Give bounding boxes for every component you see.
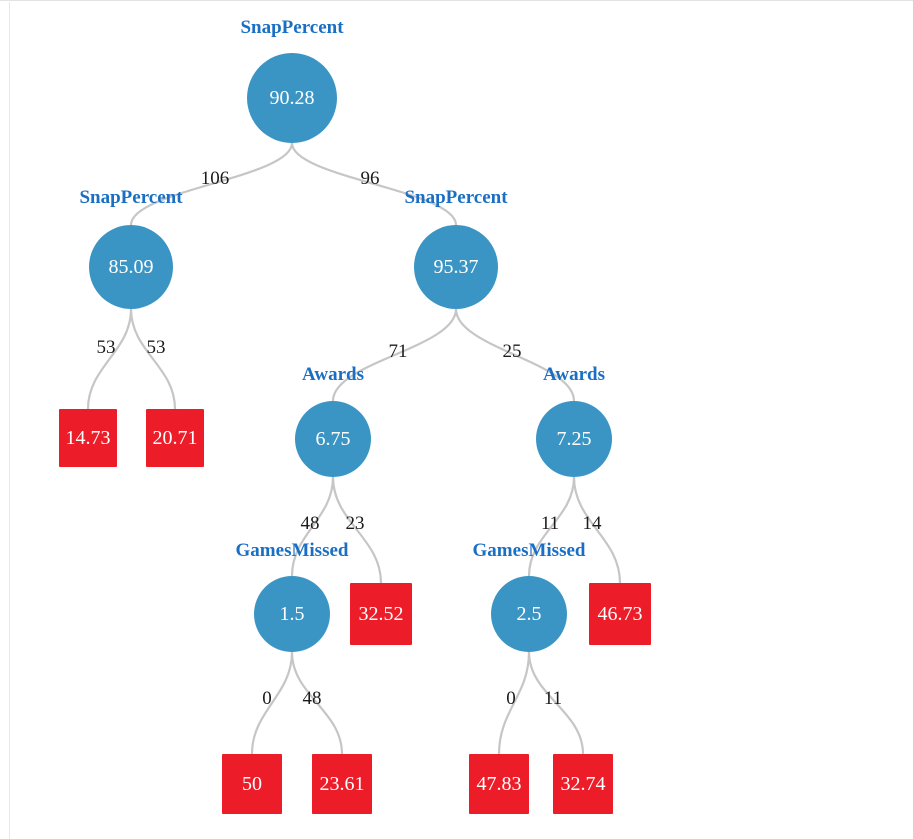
node-value: 7.25	[556, 427, 592, 450]
tree-edge	[497, 650, 531, 756]
tree-leaf-node[interactable]: 47.83	[469, 754, 529, 814]
tree-edge	[331, 475, 383, 585]
edge-count-label: 106	[200, 168, 230, 189]
node-value: 6.75	[315, 427, 351, 450]
tree-edge	[454, 307, 576, 403]
edge-count-label: 71	[388, 341, 408, 362]
node-value: 46.73	[597, 602, 643, 625]
tree-split-node[interactable]: 2.5	[491, 576, 567, 652]
node-split-variable-label: Awards	[302, 364, 364, 385]
edge-count-label: 48	[302, 688, 322, 709]
tree-leaf-node[interactable]: 32.52	[350, 583, 412, 645]
tree-leaf-node[interactable]: 14.73	[59, 409, 117, 467]
edge-count-label: 0	[262, 688, 272, 709]
edge-count-label: 14	[582, 513, 602, 534]
node-split-variable-label: Awards	[543, 364, 605, 385]
node-value: 23.61	[319, 772, 365, 795]
node-value: 20.71	[152, 426, 198, 449]
tree-split-node[interactable]: 85.09	[89, 225, 173, 309]
tree-edge	[290, 650, 344, 756]
edge-count-label: 96	[360, 168, 380, 189]
node-value: 2.5	[516, 602, 542, 625]
node-split-variable-label: SnapPercent	[240, 17, 344, 38]
tree-split-node[interactable]: 90.28	[247, 53, 337, 143]
tree-edge	[86, 307, 133, 411]
edges-group	[86, 141, 622, 756]
tree-leaf-node[interactable]: 20.71	[146, 409, 204, 467]
node-value: 14.73	[65, 426, 111, 449]
node-split-variable-label: GamesMissed	[235, 540, 349, 561]
tree-edge	[527, 475, 576, 578]
node-value: 95.37	[433, 255, 479, 278]
edge-count-label: 23	[345, 513, 365, 534]
tree-edge	[129, 141, 294, 227]
node-value: 32.74	[560, 772, 606, 795]
edge-count-label: 0	[506, 688, 516, 709]
tree-edge	[250, 650, 294, 756]
tree-split-node[interactable]: 95.37	[414, 225, 498, 309]
node-value: 85.09	[108, 255, 154, 278]
tree-split-node[interactable]: 6.75	[295, 401, 371, 477]
node-value: 1.5	[279, 602, 305, 625]
page-left-rule	[9, 2, 10, 839]
node-split-variable-label: GamesMissed	[472, 540, 586, 561]
tree-leaf-node[interactable]: 50	[222, 754, 282, 814]
tree-split-node[interactable]: 7.25	[536, 401, 612, 477]
tree-edge	[129, 307, 177, 411]
edge-count-label: 53	[146, 337, 166, 358]
tree-edge	[331, 307, 458, 403]
node-split-variable-label: SnapPercent	[79, 187, 183, 208]
tree-edge	[290, 475, 335, 578]
edge-count-label: 11	[543, 688, 563, 709]
node-value: 47.83	[476, 772, 522, 795]
tree-edge	[290, 141, 458, 227]
tree-leaf-node[interactable]: 23.61	[312, 754, 372, 814]
node-value: 32.52	[358, 602, 404, 625]
edge-count-label: 48	[300, 513, 320, 534]
node-split-variable-label: SnapPercent	[404, 187, 508, 208]
tree-leaf-node[interactable]: 32.74	[553, 754, 613, 814]
edge-count-label: 25	[502, 341, 522, 362]
edge-count-label: 53	[96, 337, 116, 358]
tree-split-node[interactable]: 1.5	[254, 576, 330, 652]
tree-edge	[572, 475, 622, 585]
node-value: 90.28	[269, 86, 315, 109]
tree-edge	[527, 650, 585, 756]
edge-count-label: 11	[540, 513, 560, 534]
tree-leaf-node[interactable]: 46.73	[589, 583, 651, 645]
node-value: 50	[242, 772, 262, 795]
